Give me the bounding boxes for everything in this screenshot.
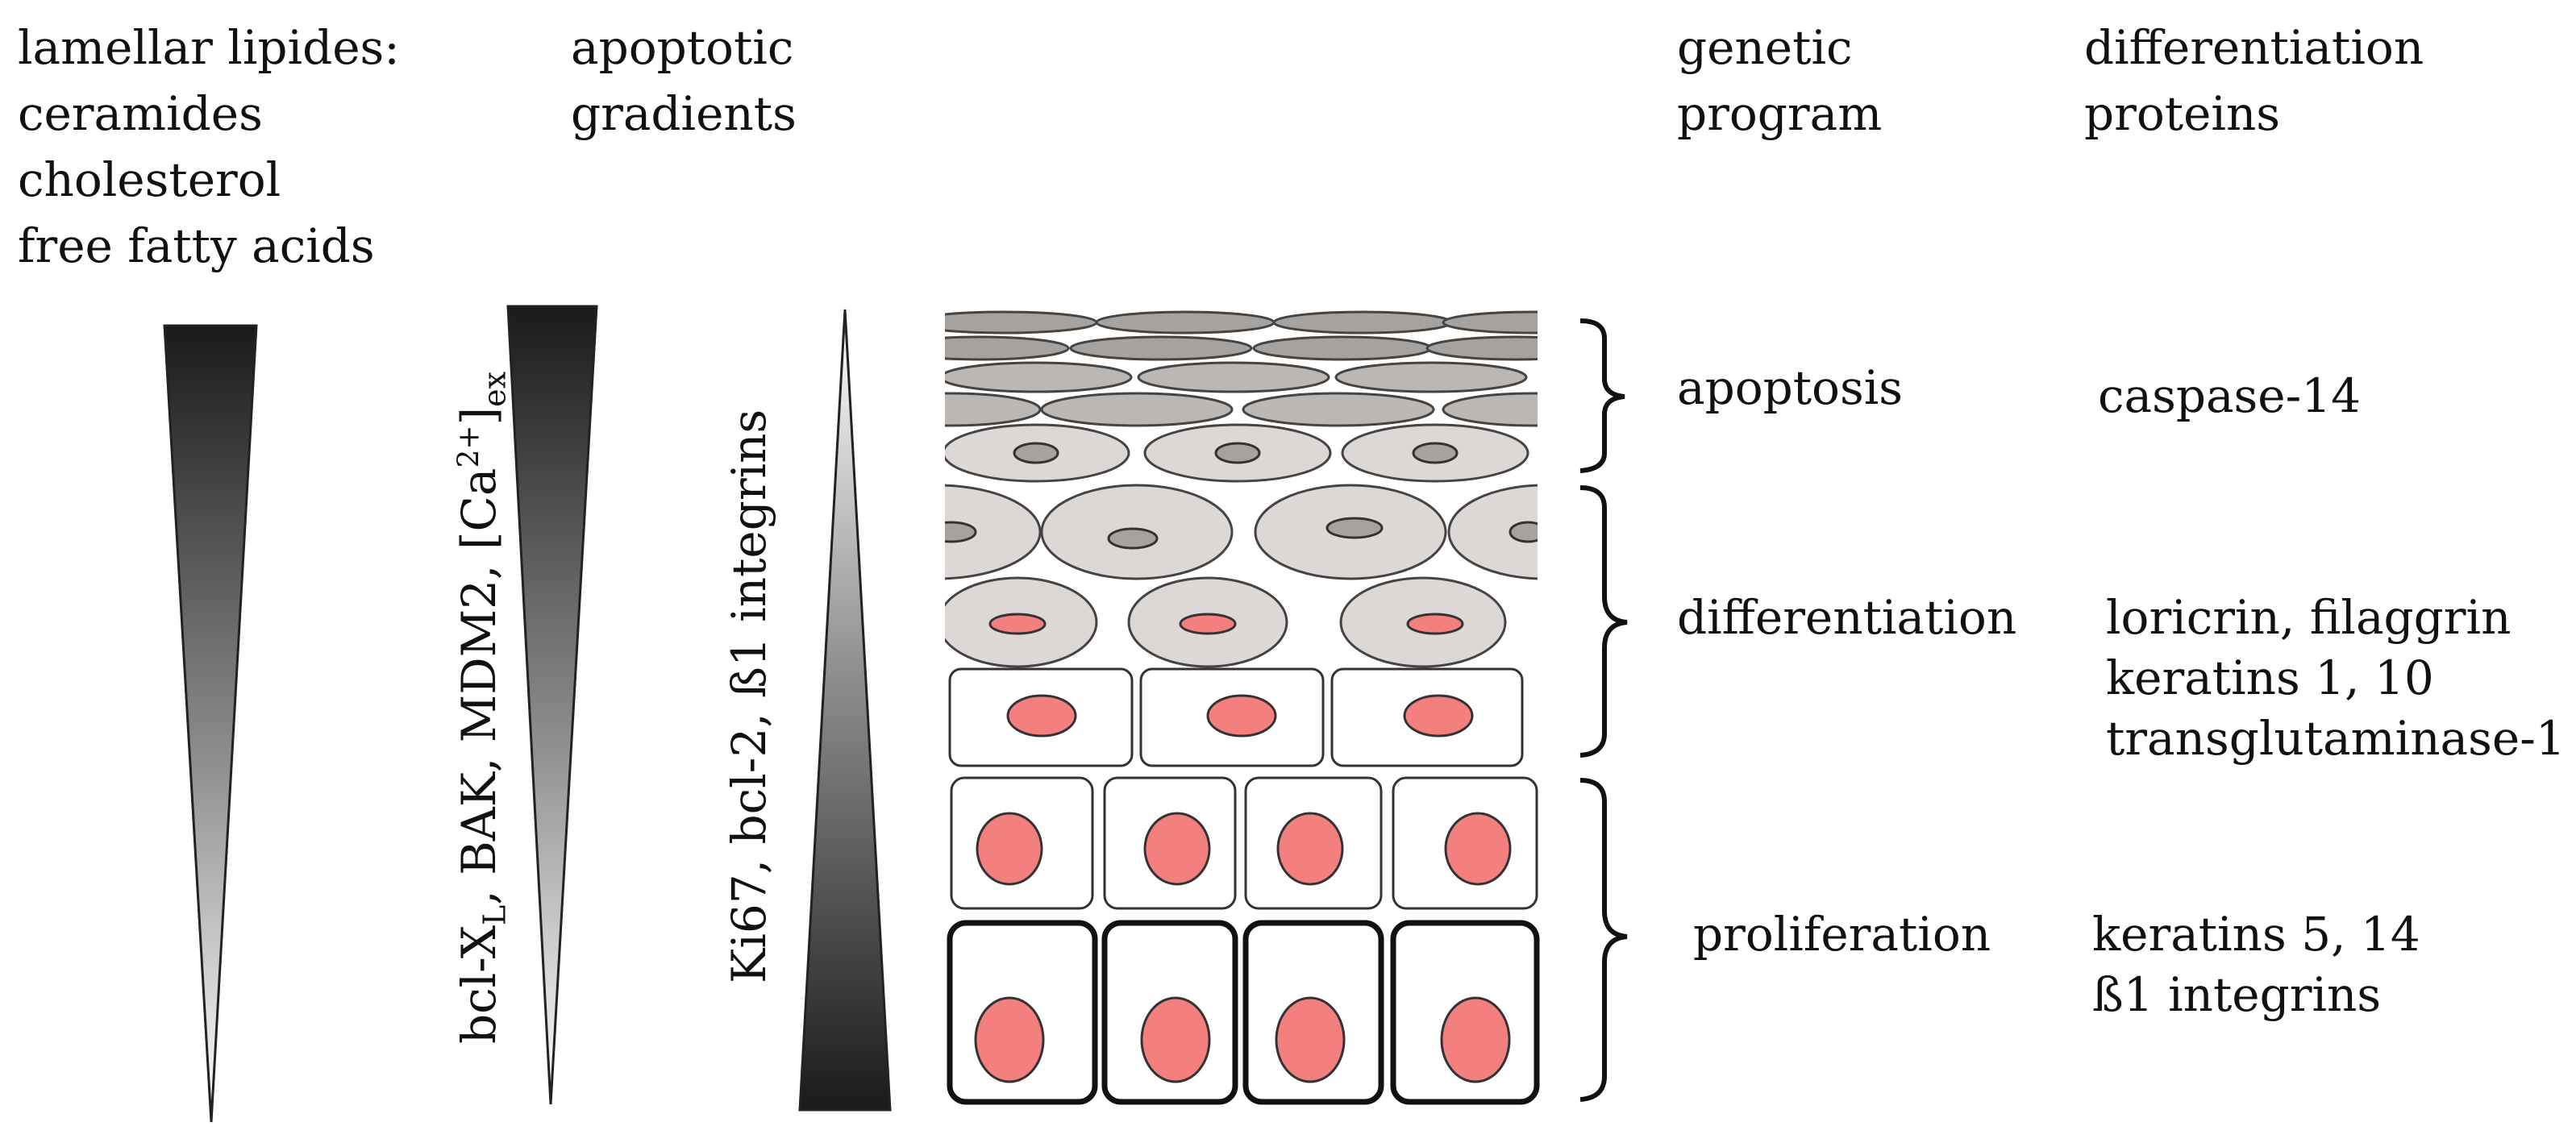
basal-layer-lower [947, 920, 1540, 1105]
spinous-layer-lower [945, 576, 1507, 668]
proteins-header-line1: differentiation [2084, 20, 2424, 75]
proliferation-markers-label: Ki67, bcl-2, ß1 integrins [722, 409, 776, 983]
protein-caspase-14: caspase-14 [2098, 368, 2362, 423]
protein-keratins-5-14: keratins 5, 14 [2092, 907, 2420, 962]
lipid-free-fatty-acids: free fatty acids [18, 218, 375, 273]
program-apoptosis: apoptosis [1677, 360, 1904, 415]
lipid-cholesterol: cholesterol [18, 152, 281, 207]
spinous-layer-upper [945, 484, 1538, 580]
lipids-title: lamellar lipides: [18, 20, 400, 75]
lipid-gradient-triangle [163, 324, 258, 1123]
granular-layer [945, 423, 1529, 483]
genetic-header-line2: program [1677, 86, 1883, 141]
differentiation-brace [1579, 485, 1628, 758]
protein-keratins-1-10: keratins 1, 10 [2106, 650, 2434, 705]
apoptotic-header-line1: apoptotic [571, 20, 794, 75]
proliferation-gradient-triangle [798, 309, 892, 1112]
proteins-header-line2: proteins [2084, 86, 2281, 141]
protein-transglutaminase-1: transglutaminase-1 [2106, 711, 2566, 766]
apoptotic-gradient-triangle [506, 305, 598, 1105]
cornified-layer [945, 310, 1538, 427]
apoptosis-brace [1579, 318, 1625, 473]
lipid-ceramides: ceramides [18, 86, 263, 141]
suprabasal-layer [948, 667, 1524, 767]
program-proliferation: proliferation [1693, 907, 1991, 962]
apoptotic-header-line2: gradients [571, 86, 797, 141]
program-differentiation: differentiation [1677, 590, 2017, 645]
apoptotic-markers-label: bcl-XL, BAK, MDM2, [Ca2+]ex [452, 371, 513, 1044]
tissue-section [945, 310, 1538, 668]
genetic-header-line1: genetic [1677, 20, 1853, 75]
basal-layer-upper [950, 776, 1538, 910]
protein-loricrin-filaggrin: loricrin, filaggrin [2106, 590, 2511, 645]
proliferation-brace [1579, 778, 1628, 1102]
protein-b1-integrins: ß1 integrins [2092, 967, 2382, 1022]
